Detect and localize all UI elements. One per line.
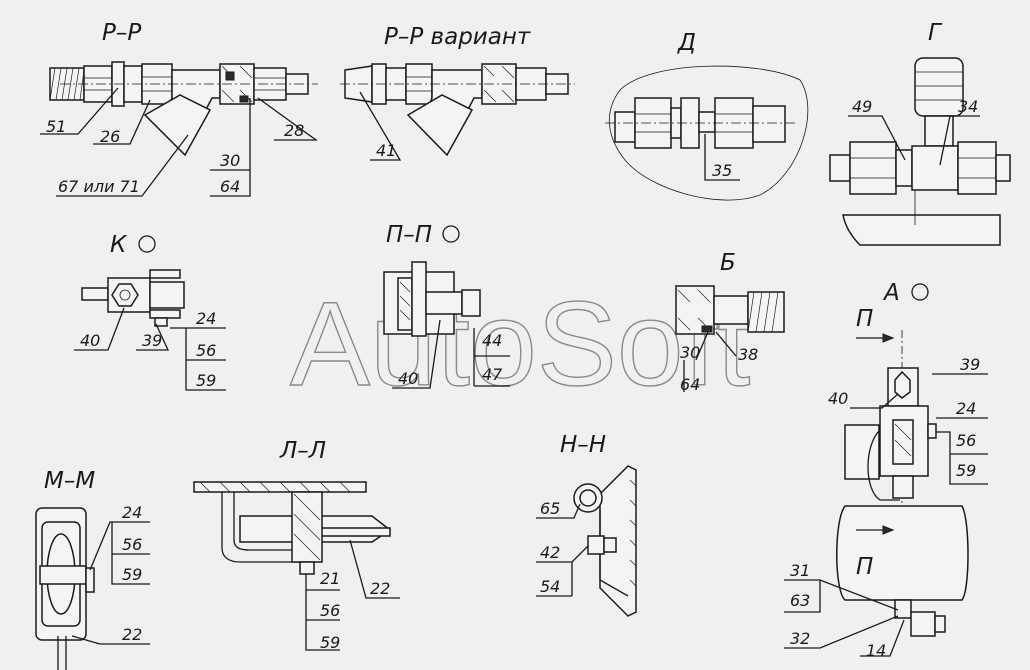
- view-pp: П–П 40 44 47: [383, 222, 510, 389]
- label-34: 34: [958, 97, 978, 116]
- view-title-a: А: [882, 280, 900, 306]
- label-41: 41: [376, 141, 396, 160]
- view-g: Г 49 34: [829, 20, 1011, 246]
- label-59: 59: [196, 371, 216, 390]
- label-59: 59: [320, 633, 340, 652]
- rotation-icon: [138, 235, 156, 253]
- view-title-ll: Л–Л: [279, 438, 326, 464]
- label-28: 28: [284, 121, 304, 140]
- view-mm: М–М 24 56 59 22: [35, 468, 150, 670]
- view-d: Д 35: [605, 30, 809, 201]
- label-59: 59: [956, 461, 976, 480]
- label-30: 30: [680, 343, 700, 362]
- view-title-g: Г: [928, 20, 943, 46]
- label-63: 63: [790, 591, 810, 610]
- label-31: 31: [790, 561, 810, 580]
- label-26: 26: [100, 127, 120, 146]
- rotation-icon: [911, 283, 929, 301]
- label-40: 40: [80, 331, 100, 350]
- label-51: 51: [46, 117, 66, 136]
- view-nn: Н–Н 65 42 54: [536, 432, 637, 617]
- label-22: 22: [122, 625, 142, 644]
- label-56: 56: [956, 431, 976, 450]
- view-ll: Л–Л 21 56 59 22: [193, 438, 400, 652]
- view-title-mm: М–М: [44, 468, 95, 494]
- view-title-rr: Р–Р: [102, 20, 141, 46]
- section-mark-p-bottom: П: [856, 554, 873, 580]
- label-24: 24: [122, 503, 142, 522]
- label-39: 39: [142, 331, 162, 350]
- label-38: 38: [738, 345, 758, 364]
- label-24: 24: [956, 399, 976, 418]
- label-30: 30: [220, 151, 240, 170]
- label-35: 35: [712, 161, 732, 180]
- strainer-cap: [143, 94, 212, 157]
- label-64: 64: [680, 375, 700, 394]
- hose-fitting: [914, 57, 964, 117]
- view-a: А П П 39 40 24 56 59 31: [784, 280, 988, 660]
- view-k: К 40 39 24 56 59: [74, 232, 226, 391]
- label-64: 64: [220, 177, 240, 196]
- watermark: AutoSoft: [290, 277, 750, 411]
- air-tank: [836, 505, 969, 601]
- label-49: 49: [852, 97, 872, 116]
- view-title-k: К: [110, 232, 128, 258]
- label-24: 24: [196, 309, 216, 328]
- label-22: 22: [370, 579, 390, 598]
- view-rr: Р–Р 51 26 67 или 71 30 64 28: [40, 20, 319, 197]
- label-54: 54: [540, 577, 560, 596]
- view-title-pp: П–П: [386, 222, 432, 248]
- label-59: 59: [122, 565, 142, 584]
- label-21: 21: [320, 569, 340, 588]
- label-40: 40: [828, 389, 848, 408]
- label-47: 47: [482, 365, 503, 384]
- view-title-b: Б: [720, 250, 736, 276]
- view-title-nn: Н–Н: [560, 432, 606, 458]
- label-40: 40: [398, 369, 418, 388]
- label-14: 14: [866, 641, 886, 660]
- label-44: 44: [482, 331, 502, 350]
- label-65: 65: [540, 499, 560, 518]
- label-56: 56: [122, 535, 142, 554]
- view-title-rr-variant: Р–Р вариант: [384, 24, 531, 50]
- view-title-d: Д: [677, 30, 696, 56]
- view-rr-variant: Р–Р вариант 41: [340, 24, 575, 161]
- label-42: 42: [540, 543, 560, 562]
- label-32: 32: [790, 629, 810, 648]
- label-39: 39: [960, 355, 980, 374]
- rotation-icon: [442, 225, 460, 243]
- label-56: 56: [320, 601, 340, 620]
- section-mark-p-top: П: [856, 306, 873, 332]
- view-b: Б 30 64 38: [675, 250, 785, 394]
- label-67-71: 67 или 71: [58, 177, 140, 196]
- tee: [911, 145, 959, 191]
- label-56: 56: [196, 341, 216, 360]
